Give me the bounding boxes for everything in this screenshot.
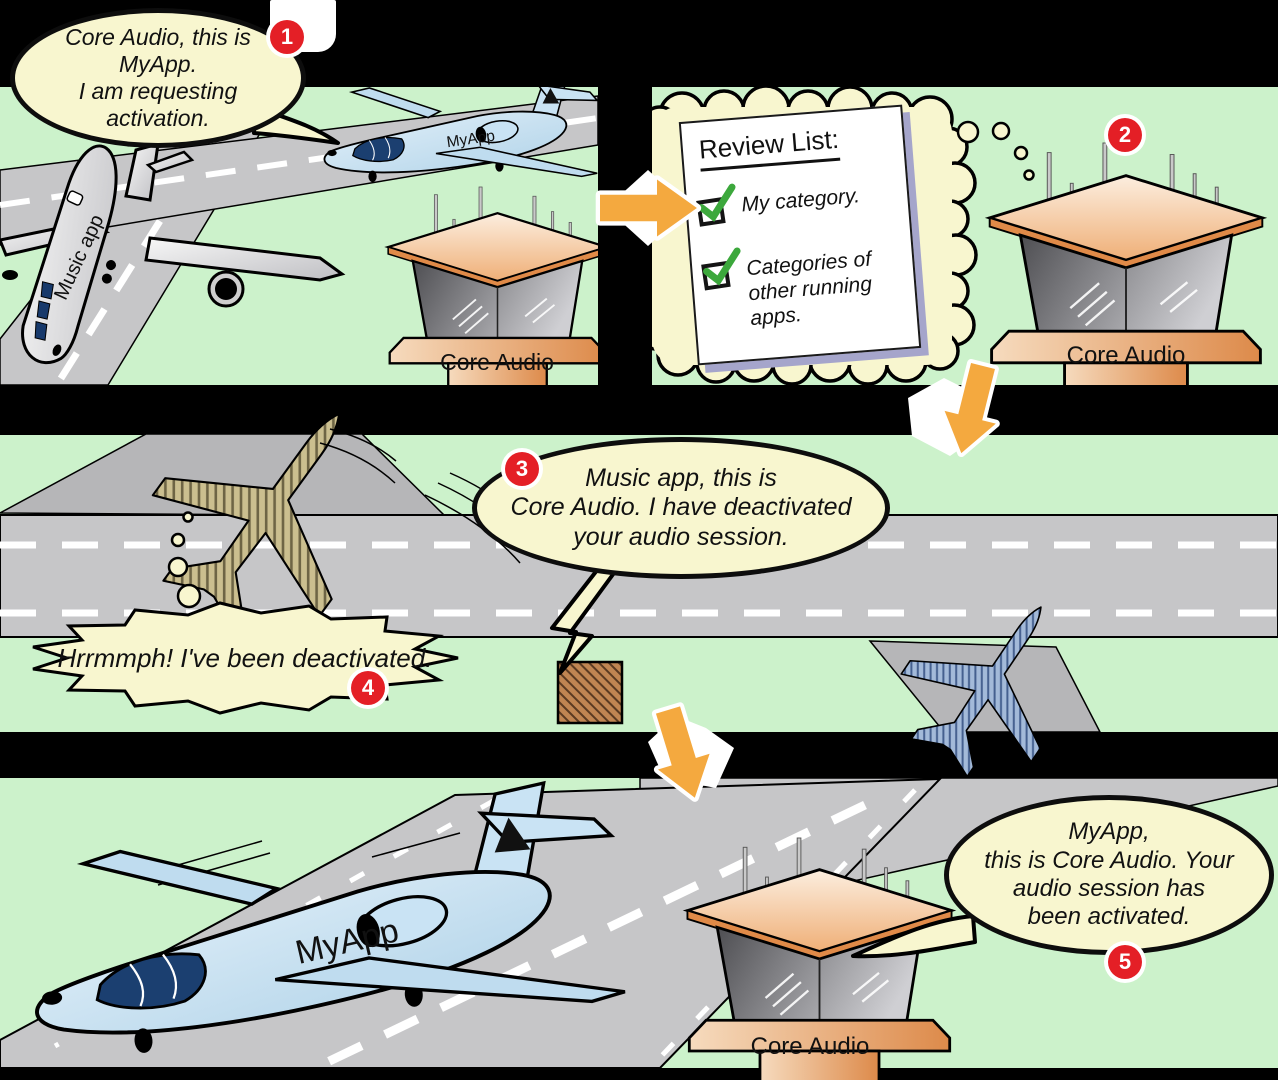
review-list-title: Review List:: [697, 123, 841, 172]
bubble5-line: audio session has: [1012, 875, 1206, 902]
speech-tail: [851, 914, 977, 959]
engine-icon: [215, 278, 237, 300]
bubble3-line: Music app, this is: [585, 463, 777, 492]
checkbox-checked-icon: [701, 247, 741, 291]
speech-bubble-3: Music app, this is Core Audio. I have de…: [472, 437, 890, 579]
burst-bubble-text: Hrrmmph! I've been deactivated.: [45, 632, 445, 684]
step-badge-5: 5: [1108, 945, 1142, 979]
review-item-1-label: My category.: [740, 184, 861, 217]
panel-2-review-list: Core Audio Review List: My category. Cat…: [652, 87, 1278, 385]
bubble1-line: MyApp.: [119, 50, 197, 77]
tower-label-2: Core Audio: [1067, 342, 1186, 369]
review-list-card: Review List: My category. Categories of …: [678, 104, 922, 366]
bubble5-line: this is Core Audio. Your: [984, 846, 1234, 874]
step-badge-3: 3: [505, 452, 539, 486]
step-badge-1: 1: [270, 20, 304, 54]
burst-line: Hrrmmph! I've been deactivated.: [57, 642, 433, 673]
music-app-plane: Music app: [0, 141, 346, 365]
speech-tail-lightning: [550, 567, 616, 675]
step-badge-2: 2: [1108, 118, 1142, 152]
thought-trail: [167, 511, 202, 609]
cockpit-windows: [34, 281, 54, 341]
checkbox-checked-icon: [696, 183, 736, 227]
bubble3-line: Core Audio. I have deactivated: [510, 493, 852, 522]
speech-bubble-1: Core Audio, this is MyApp. I am requesti…: [10, 8, 306, 148]
bubble1-line: Core Audio, this is: [65, 23, 251, 50]
bubble1-line: I am requesting: [78, 78, 238, 104]
review-item-1: My category.: [696, 180, 899, 227]
bubble3-line: your audio session.: [573, 522, 789, 551]
core-audio-tower-distant: [556, 660, 624, 725]
review-item-2: Categories of other running apps.: [701, 244, 907, 335]
bubble1-line: activation.: [106, 105, 210, 132]
bubble5-line: MyApp,: [1068, 818, 1150, 846]
tower-label-1: Core Audio: [440, 349, 554, 375]
thought-trail: [956, 120, 1035, 181]
tower-label-3: Core Audio: [751, 1033, 870, 1060]
review-item-2-label: Categories of other running apps.: [745, 247, 873, 331]
step-badge-4: 4: [351, 671, 385, 705]
speech-bubble-5: MyApp, this is Core Audio. Your audio se…: [944, 795, 1274, 955]
bubble5-line: been activated.: [1027, 903, 1191, 931]
